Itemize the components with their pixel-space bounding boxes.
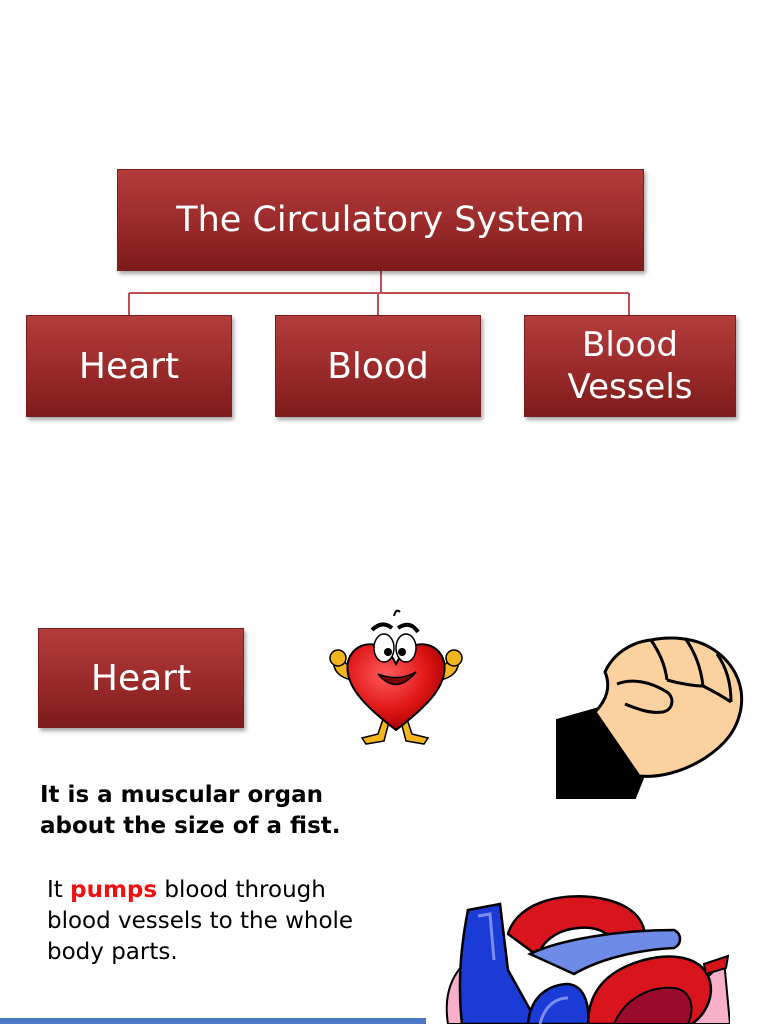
diagram-node-label-lines: Blood Vessels <box>567 324 692 409</box>
diagram-node-label: Heart <box>78 345 180 387</box>
fact-line: about the size of a fist. <box>40 813 341 839</box>
fact-pumps-blood: It pumps blood through blood vessels to … <box>47 875 367 968</box>
fact-text-post: blood through blood vessels to the whole… <box>47 877 354 965</box>
fact-text-pre: It <box>47 877 71 903</box>
heart-mascot-icon <box>329 609 463 745</box>
section-title-box: Heart <box>38 628 244 728</box>
diagram-node-heart: Heart <box>26 315 232 417</box>
fact-muscular-organ: It is a muscular organ about the size of… <box>40 780 440 842</box>
diagram-node-label: Blood <box>327 345 429 387</box>
fact-highlight-pumps: pumps <box>70 877 158 903</box>
section-title: Heart <box>90 657 192 699</box>
diagram-node-blood-vessels: Blood Vessels <box>524 315 736 417</box>
diagram-node-label-line2: Vessels <box>567 367 693 407</box>
fact-line: It is a muscular organ <box>40 782 323 808</box>
anatomical-heart-icon <box>445 895 730 1024</box>
diagram-node-label-line1: Blood <box>582 324 678 365</box>
fist-icon <box>556 636 744 799</box>
diagram-root-label: The Circulatory System <box>176 200 585 240</box>
diagram-node-blood: Blood <box>275 315 481 417</box>
bottom-accent-bar <box>0 1018 426 1024</box>
diagram-root-node: The Circulatory System <box>117 169 644 271</box>
